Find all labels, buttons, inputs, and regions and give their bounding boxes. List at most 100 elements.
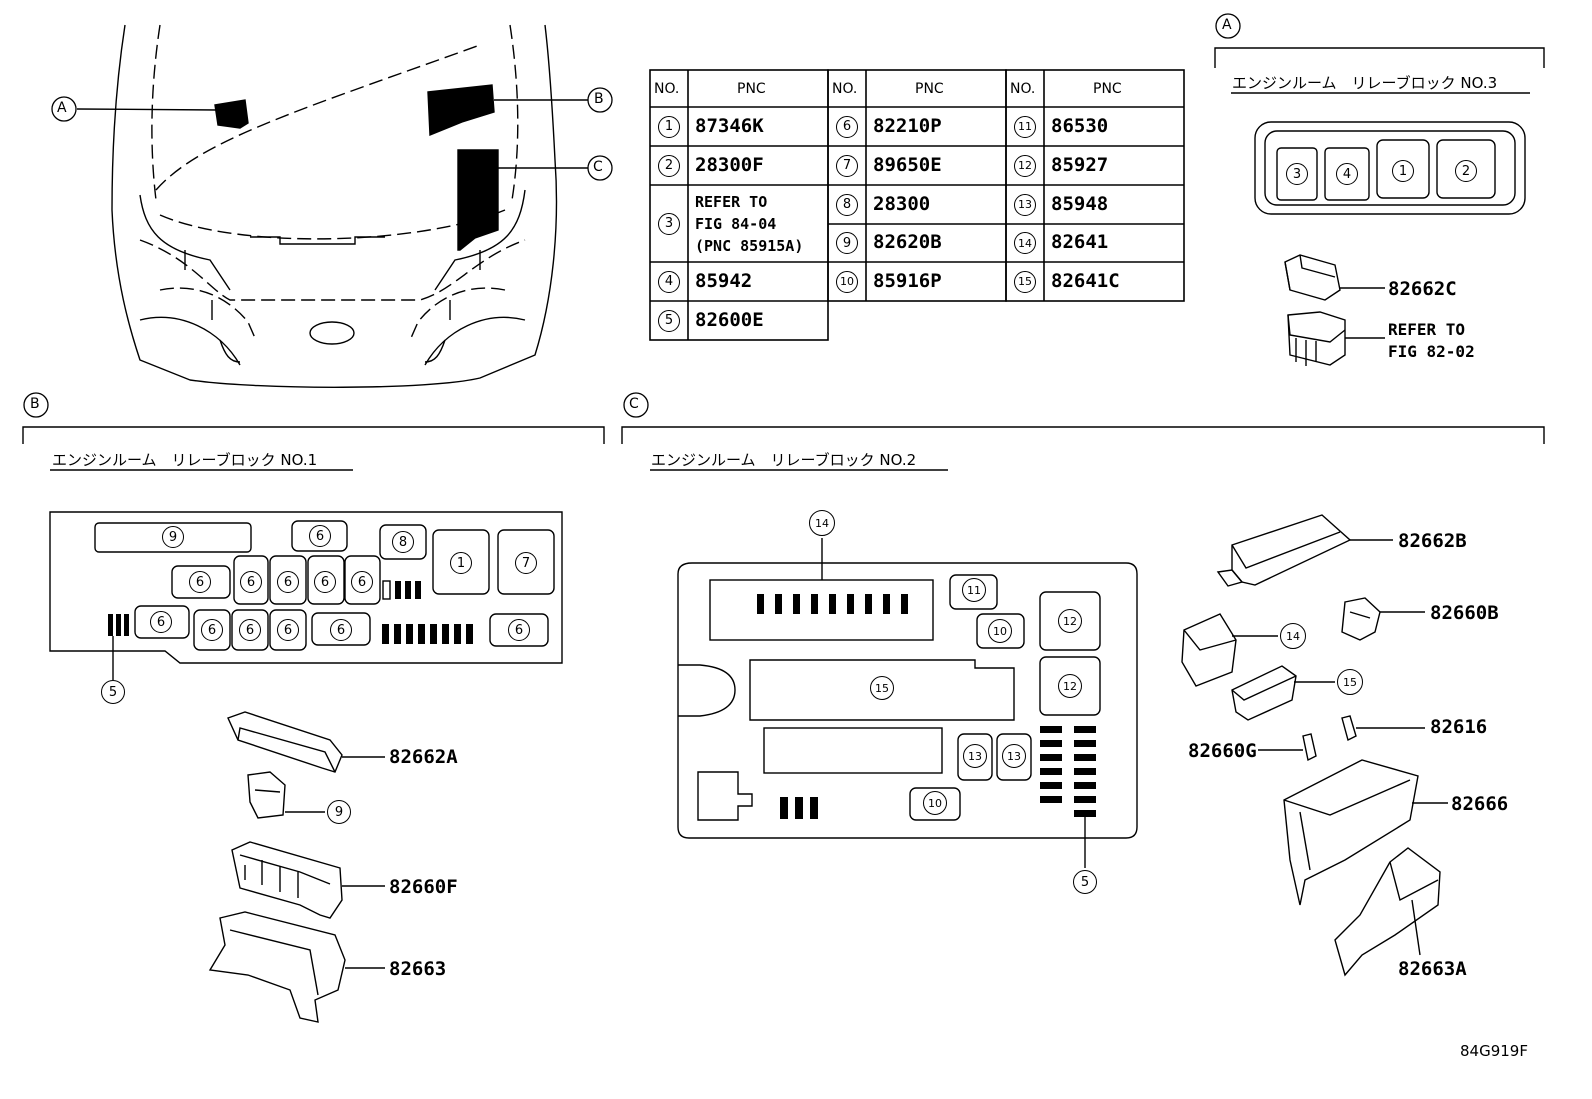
section-a-title: エンジンルーム リレーブロック NO.3: [1232, 74, 1498, 92]
table-header-no-3: NO.: [1010, 81, 1036, 97]
table-no-1: 1: [658, 115, 680, 138]
table-pnc-7: 89650E: [873, 153, 942, 176]
bracket-82660b-drawing: [1341, 597, 1425, 641]
section-c-marker: C: [629, 396, 639, 412]
no1-block-9: 9: [162, 526, 184, 548]
section-b-bracket: [22, 426, 605, 444]
no1-callout-5: 5: [101, 680, 125, 704]
no1-block-7: 7: [515, 552, 537, 574]
no2-block-12-b: 12: [1058, 674, 1082, 698]
table-no-3: 3: [658, 212, 680, 235]
no1-block-6-2: 6: [240, 571, 262, 593]
table-pnc-1: 87346K: [695, 114, 764, 137]
table-no-5: 5: [658, 309, 680, 332]
table-pnc-3-line-1: REFER TO: [695, 193, 768, 211]
no1-block-6-3: 6: [277, 571, 299, 593]
no2-block-11: 11: [962, 578, 986, 602]
relay-82-02-drawing: [1287, 311, 1385, 366]
no2-callout-14: 14: [1280, 623, 1306, 649]
no2-block-13-b: 13: [1002, 744, 1026, 768]
case-82663-drawing: [208, 911, 385, 1023]
pnc-table-grid: [649, 69, 1185, 341]
table-no-10: 10: [836, 270, 858, 293]
table-pnc-11: 86530: [1051, 114, 1109, 137]
clip-82660g-drawing: [1258, 733, 1317, 762]
callout-b-label: B: [594, 91, 604, 107]
no2-callout-14-top: 14: [809, 510, 835, 536]
relay-82620b-drawing: [247, 771, 325, 819]
table-pnc-15: 82641C: [1051, 269, 1120, 292]
table-header-pnc-1: PNC: [737, 81, 766, 97]
table-header-no-2: NO.: [832, 81, 858, 97]
table-no-11: 11: [1014, 115, 1036, 138]
table-pnc-6: 82210P: [873, 114, 942, 137]
no2-block-15: 15: [870, 676, 894, 700]
table-no-2: 2: [658, 154, 680, 177]
no1-block-8: 8: [392, 531, 414, 553]
no1-block-6-8: 6: [239, 619, 261, 641]
part-82660g-label: 82660G: [1188, 740, 1257, 762]
refer-to-label: REFER TO: [1388, 320, 1466, 339]
no1-block-6-9: 6: [277, 619, 299, 641]
part-82662c-label: 82662C: [1388, 278, 1457, 300]
table-no-6: 6: [836, 115, 858, 138]
relay-block-no1: [49, 511, 563, 664]
relay-block-no3-location: [214, 99, 249, 129]
table-no-9: 9: [836, 232, 858, 254]
no2-callout-5: 5: [1073, 870, 1097, 894]
block-82660f-drawing: [231, 841, 385, 919]
relay-82641-drawing: [1181, 613, 1278, 687]
part-82663-label: 82663: [389, 958, 447, 980]
relay-block-no2: [677, 562, 1138, 839]
relay-block-no3: [1254, 121, 1526, 215]
table-no-7: 7: [836, 154, 858, 177]
no3-slot-4: 4: [1336, 163, 1358, 185]
table-no-14: 14: [1014, 232, 1036, 254]
section-a-bracket: [1214, 47, 1545, 68]
part-82660f-label: 82660F: [389, 876, 458, 898]
part-82663a-label: 82663A: [1398, 958, 1467, 980]
part-82660b-label: 82660B: [1430, 602, 1499, 624]
callout-a-label: A: [57, 100, 67, 116]
relay-block-no2-fuses: [757, 594, 1096, 819]
car-front-illustration: [111, 24, 558, 388]
relay-block-no2-location: [457, 149, 499, 251]
no1-block-6-7: 6: [201, 619, 223, 641]
part-82662a-label: 82662A: [389, 746, 458, 768]
no3-slot-3: 3: [1286, 163, 1308, 185]
no1-callout-9: 9: [327, 800, 351, 824]
no2-block-10-a: 10: [988, 619, 1012, 643]
case-82663a-drawing: [1334, 847, 1441, 977]
table-pnc-12: 85927: [1051, 153, 1109, 176]
table-no-4: 4: [658, 270, 680, 293]
no2-block-10-b: 10: [923, 791, 947, 815]
callout-c-label: C: [593, 159, 603, 175]
callout-circles: [23, 13, 1241, 418]
table-pnc-3-line-2: FIG 84-04: [695, 215, 777, 233]
no1-block-1: 1: [450, 552, 472, 574]
table-pnc-2: 28300F: [695, 153, 764, 176]
figure-code: 84G919F: [1460, 1042, 1528, 1060]
table-no-13: 13: [1014, 193, 1036, 216]
no1-block-6-4: 6: [314, 571, 336, 593]
cover-82662b-drawing: [1216, 514, 1393, 587]
no1-block-6-5: 6: [351, 571, 373, 593]
cover-82662c-drawing: [1284, 254, 1385, 301]
no2-callout-15: 15: [1337, 669, 1363, 695]
table-no-12: 12: [1014, 154, 1036, 177]
part-82662b-label: 82662B: [1398, 530, 1467, 552]
no1-block-6-11: 6: [508, 619, 530, 641]
table-header-pnc-3: PNC: [1093, 81, 1122, 97]
table-no-15: 15: [1014, 270, 1036, 293]
section-c-title: エンジンルーム リレーブロック NO.2: [651, 451, 917, 469]
refer-fig-label: FIG 82-02: [1388, 342, 1475, 361]
section-b-marker: B: [30, 396, 40, 412]
table-pnc-13: 85948: [1051, 192, 1109, 215]
table-header-no-1: NO.: [654, 81, 680, 97]
relay-82641c-drawing: [1231, 665, 1335, 721]
table-pnc-5: 82600E: [695, 308, 764, 331]
no3-slot-1: 1: [1392, 160, 1414, 182]
no1-block-6-6: 6: [150, 611, 172, 633]
part-82616-label: 82616: [1430, 716, 1488, 738]
